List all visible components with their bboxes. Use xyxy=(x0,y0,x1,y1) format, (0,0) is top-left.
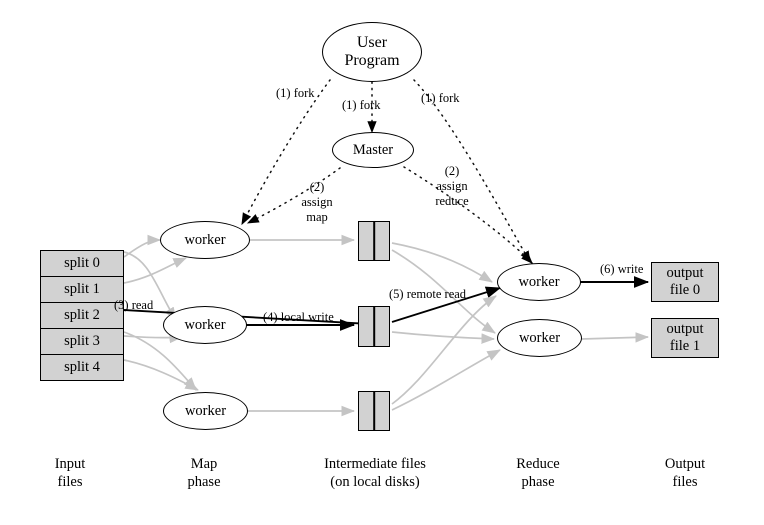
label-local-write: (4) local write xyxy=(263,310,334,325)
node-reduce-worker-1[interactable]: worker xyxy=(497,263,581,301)
edge-remote-read xyxy=(391,286,502,323)
label-write: (6) write xyxy=(600,262,643,277)
intermediate-file-box-1[interactable] xyxy=(358,221,390,261)
split-4-label: split 4 xyxy=(64,359,100,375)
reduce-worker-1-label: worker xyxy=(518,273,560,290)
edge-fork-left xyxy=(241,79,331,226)
node-reduce-worker-2[interactable]: worker xyxy=(497,319,582,357)
split-cell-0[interactable]: split 0 xyxy=(41,251,123,277)
write-text: (6) write xyxy=(600,262,644,276)
split-3-label: split 3 xyxy=(64,333,100,349)
intermediate-box-3-divider xyxy=(373,392,375,430)
column-input-line2: files xyxy=(57,474,83,491)
edge-inter1-reduce1 xyxy=(391,242,493,283)
label-fork-right: (1) fork xyxy=(421,91,460,106)
edge-assign-reduce xyxy=(403,166,533,264)
fork-right-text: (1) fork xyxy=(421,91,460,105)
user-program-label-line2: Program xyxy=(344,52,400,69)
reduce-worker-2-label: worker xyxy=(518,329,561,346)
input-splits-stack: split 0 split 1 split 2 split 3 split 4 xyxy=(40,250,124,381)
output-file-1-label-line2: file 1 xyxy=(669,338,701,354)
edge-inter3-reduce1 xyxy=(391,295,497,405)
split-cell-3[interactable]: split 3 xyxy=(41,329,123,355)
output-file-0-label-line2: file 0 xyxy=(669,282,701,298)
node-map-worker-3[interactable]: worker xyxy=(163,392,248,430)
output-file-1-label-line1: output xyxy=(666,321,704,338)
column-label-intermediate-files: Intermediate files (on local disks) xyxy=(324,455,426,491)
output-file-1[interactable]: output file 1 xyxy=(651,318,719,358)
node-user-program[interactable]: User Program xyxy=(322,22,422,82)
map-worker-2-label: worker xyxy=(184,316,226,333)
edge-split4-worker3 xyxy=(123,359,199,391)
split-1-label: split 1 xyxy=(64,281,100,297)
label-assign-reduce: (2) assign reduce xyxy=(421,164,483,208)
column-map-line2: phase xyxy=(187,474,221,491)
fork-center-text: (1) fork xyxy=(342,98,381,112)
map-worker-1-label: worker xyxy=(184,231,226,248)
assign-reduce-line1: (2) xyxy=(444,164,460,178)
intermediate-file-box-2[interactable] xyxy=(358,306,390,347)
edge-write-output1 xyxy=(581,332,650,343)
column-label-input-files: Input files xyxy=(55,455,86,491)
label-fork-left: (1) fork xyxy=(276,86,315,101)
label-read: (3) read xyxy=(114,298,153,313)
assign-map-line3: map xyxy=(306,209,328,224)
column-output-line2: files xyxy=(672,474,698,491)
assign-map-line1: (2) xyxy=(309,180,325,194)
master-label: Master xyxy=(352,141,394,158)
user-program-label-line1: User xyxy=(356,34,388,52)
column-label-map-phase: Map phase xyxy=(187,455,220,491)
edge-split0-worker2 xyxy=(123,251,177,321)
assign-reduce-line3: reduce xyxy=(435,193,469,208)
edge-split1-worker1 xyxy=(123,257,187,284)
column-intermediate-line2: (on local disks) xyxy=(330,474,420,491)
edge-inter1-reduce2 xyxy=(391,249,496,334)
assign-reduce-line2: assign xyxy=(436,178,468,193)
node-map-worker-2[interactable]: worker xyxy=(163,306,247,344)
split-0-label: split 0 xyxy=(64,255,100,271)
label-remote-read: (5) remote read xyxy=(389,287,466,302)
split-2-label: split 2 xyxy=(64,307,100,323)
read-text: (3) read xyxy=(114,298,154,312)
split-cell-2[interactable]: split 2 xyxy=(41,303,123,329)
local-write-text: (4) local write xyxy=(263,310,334,324)
column-intermediate-line1: Intermediate files xyxy=(324,456,426,472)
output-file-0-label-line1: output xyxy=(666,265,704,282)
column-map-line1: Map xyxy=(190,456,218,472)
column-label-reduce-phase: Reduce phase xyxy=(516,455,559,491)
column-input-line1: Input xyxy=(54,456,86,472)
intermediate-box-1-divider xyxy=(373,222,375,260)
edge-inter2-reduce2 xyxy=(391,331,496,344)
output-file-0[interactable]: output file 0 xyxy=(651,262,719,302)
remote-read-text: (5) remote read xyxy=(389,287,467,301)
intermediate-box-2-divider xyxy=(373,307,375,346)
map-worker-3-label: worker xyxy=(184,402,227,419)
node-map-worker-1[interactable]: worker xyxy=(160,221,250,259)
column-label-output-files: Output files xyxy=(665,455,705,491)
intermediate-file-box-3[interactable] xyxy=(358,391,390,431)
label-assign-map: (2) assign map xyxy=(287,180,347,224)
label-fork-center: (1) fork xyxy=(342,98,381,113)
assign-map-line2: assign xyxy=(301,194,333,209)
edge-fork-right xyxy=(413,79,531,264)
column-reduce-line2: phase xyxy=(521,474,555,491)
column-output-line1: Output xyxy=(664,456,706,472)
split-cell-1[interactable]: split 1 xyxy=(41,277,123,303)
column-reduce-line1: Reduce xyxy=(516,456,560,472)
edge-inter3-reduce2 xyxy=(391,349,501,411)
edge-assign-map xyxy=(246,167,341,224)
fork-left-text: (1) fork xyxy=(276,86,315,100)
node-master[interactable]: Master xyxy=(332,132,414,168)
split-cell-4[interactable]: split 4 xyxy=(41,355,123,380)
